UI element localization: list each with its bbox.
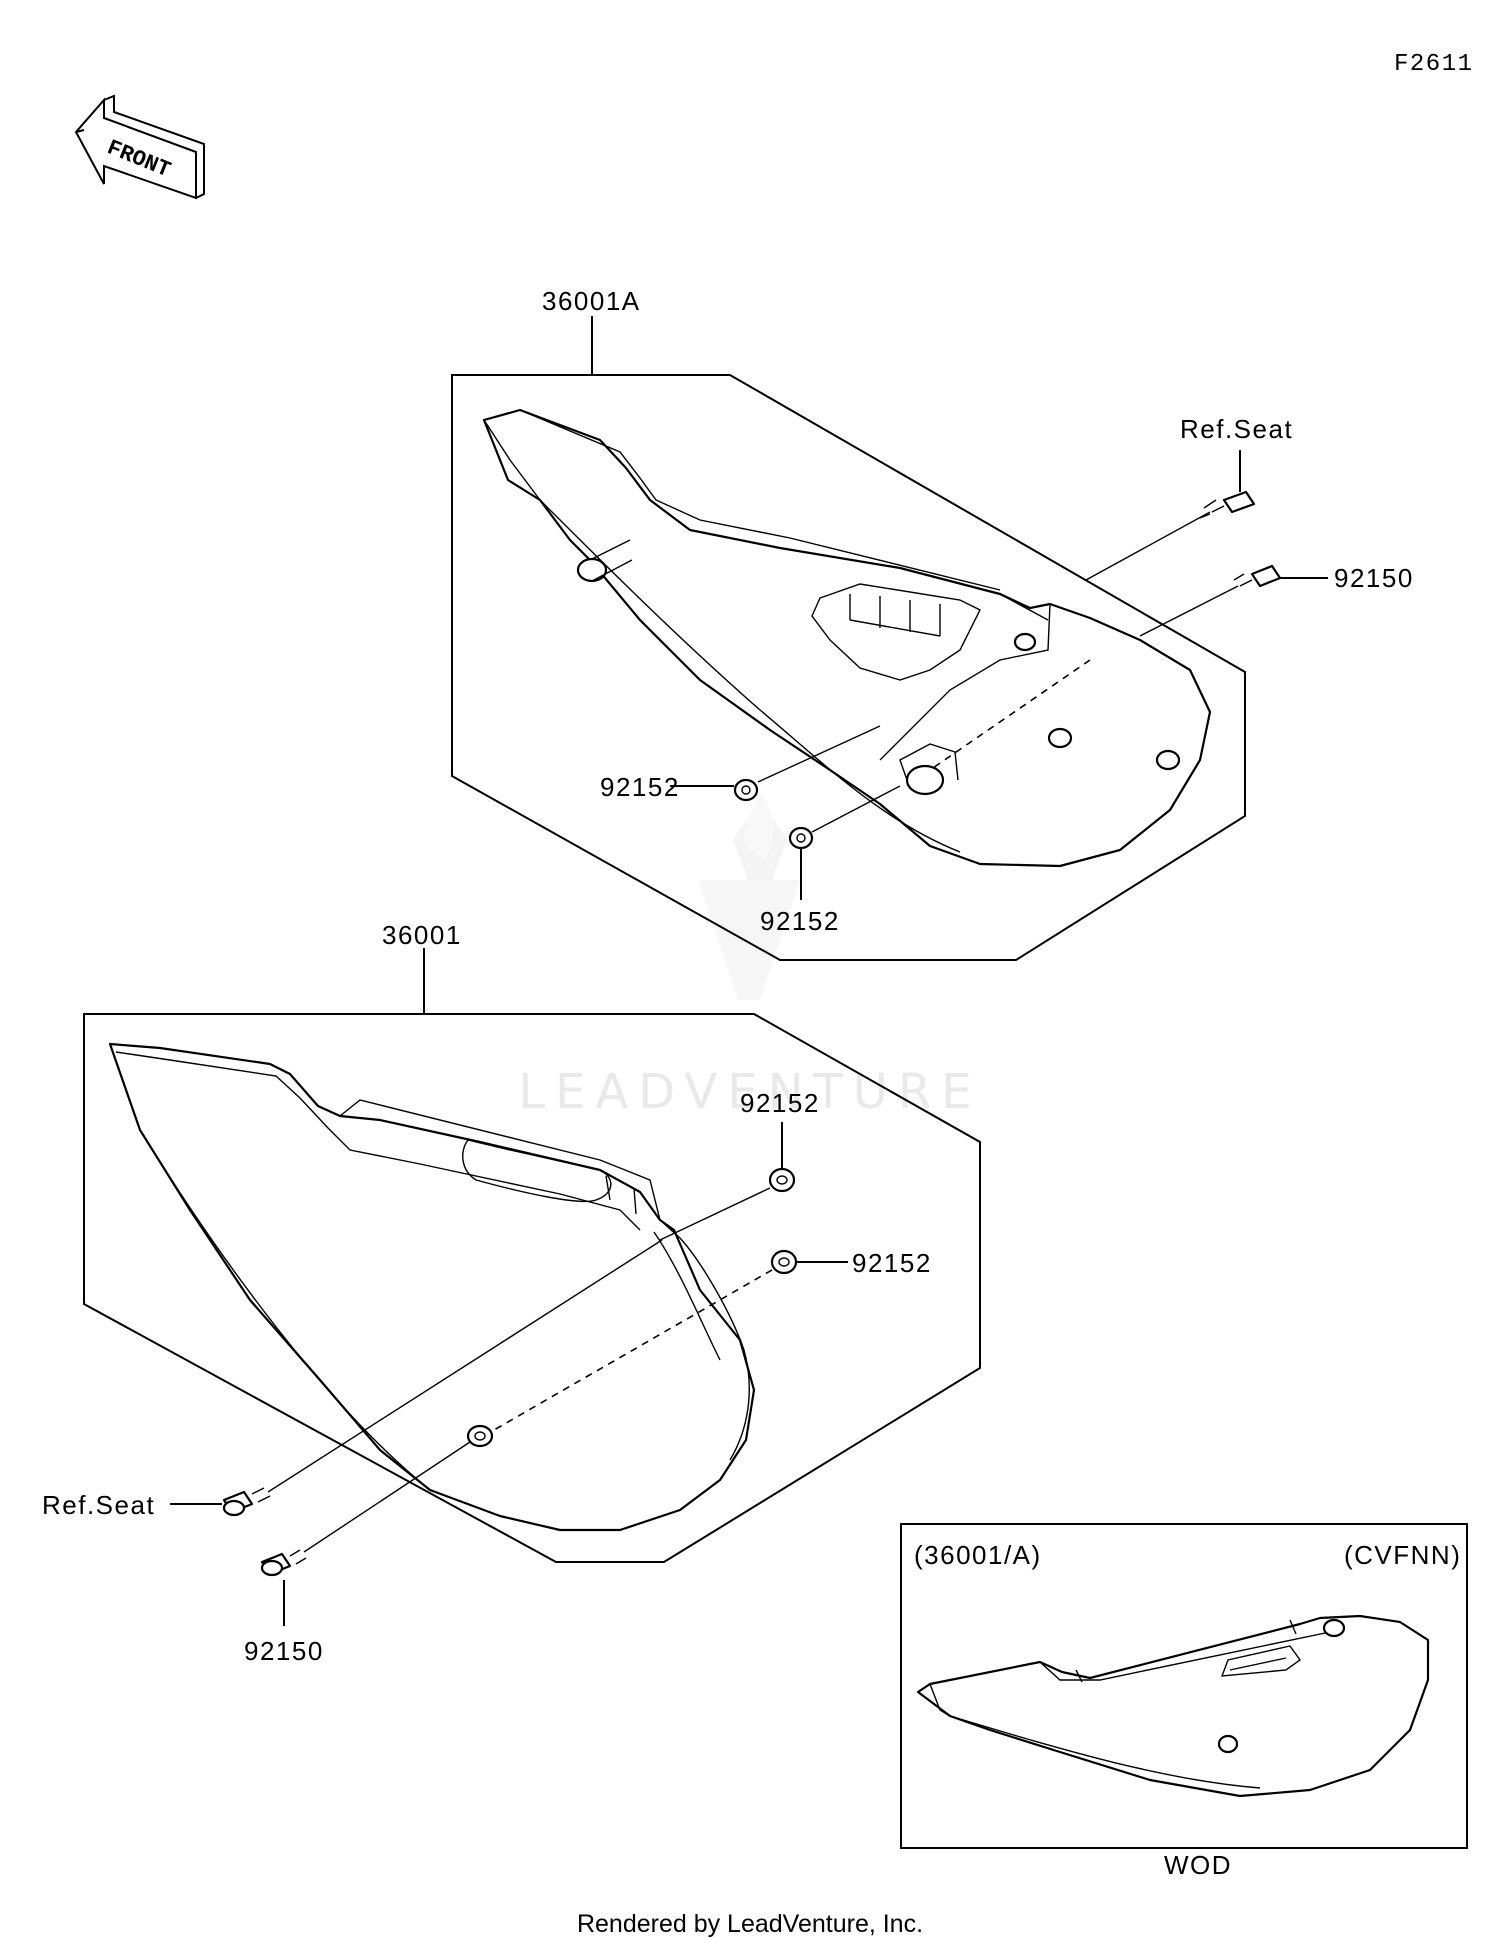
footer-credit: Rendered by LeadVenture, Inc. bbox=[577, 1910, 923, 1938]
inset-color-code: (CVFNN) bbox=[1344, 1540, 1461, 1570]
callout-ref-seat-upper: Ref.Seat bbox=[1180, 414, 1293, 444]
callout-collar-upper-left: 92152 bbox=[600, 772, 680, 802]
callout-ref-seat-lower: Ref.Seat bbox=[42, 1490, 155, 1520]
callout-bolt-lower: 92150 bbox=[244, 1636, 324, 1666]
inset-part-ref: (36001/A) bbox=[914, 1540, 1042, 1570]
watermark-text: LEADVENTURE bbox=[518, 1064, 981, 1120]
lower-collar-top bbox=[659, 1122, 796, 1241]
upper-ref-seat-bolt bbox=[1085, 450, 1256, 581]
lower-ref-seat-bolt bbox=[170, 1239, 663, 1517]
callout-bolt-upper: 92150 bbox=[1334, 563, 1414, 593]
front-arrow-label: FRONT bbox=[103, 135, 174, 183]
callout-collar-lower-top: 92152 bbox=[740, 1088, 820, 1118]
callout-collar-lower-right: 92152 bbox=[852, 1248, 932, 1278]
upper-collar-left bbox=[670, 725, 881, 802]
upper-bolt-92150 bbox=[929, 564, 1328, 771]
lower-side-cover bbox=[108, 1042, 756, 1532]
callout-lower-assembly: 36001 bbox=[382, 920, 462, 950]
diagram-code: F2611 bbox=[1394, 51, 1474, 78]
inset-side-cover bbox=[916, 1614, 1430, 1798]
inset-frame bbox=[900, 1523, 1468, 1849]
upper-assembly-frame bbox=[451, 316, 1246, 961]
front-arrow-icon: FRONT bbox=[74, 94, 205, 200]
callout-collar-upper-bottom: 92152 bbox=[760, 906, 840, 936]
watermark-logo bbox=[698, 790, 800, 1000]
lower-collar-right bbox=[493, 1249, 848, 1431]
inset-caption: WOD bbox=[1164, 1850, 1232, 1880]
lower-bolt-92150 bbox=[260, 1441, 471, 1626]
upper-side-cover bbox=[482, 408, 1212, 868]
upper-collar-bottom bbox=[788, 785, 901, 900]
callout-upper-assembly: 36001A bbox=[542, 286, 641, 316]
lower-assembly-frame bbox=[83, 948, 981, 1563]
